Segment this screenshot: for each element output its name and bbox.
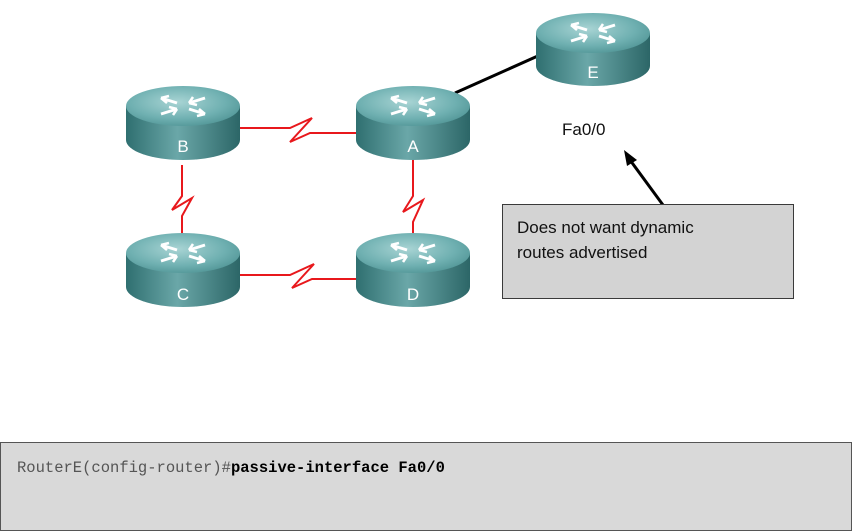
router-b[interactable]: B [126,86,240,160]
cli-prompt: RouterE(config-router)# [17,459,231,477]
serial-link-c-d [236,263,358,289]
router-a[interactable]: A [356,86,470,160]
router-label: A [407,137,419,156]
router-label: B [177,137,188,156]
note-line: Does not want dynamic [517,218,694,237]
note-line: routes advertised [517,243,648,262]
interface-label: Fa0/0 [562,120,606,139]
cli-command: passive-interface Fa0/0 [230,459,445,477]
links [171,53,541,289]
serial-link-b-c [171,165,195,238]
cli-box: RouterE(config-router)#passive-interface… [0,442,852,531]
serial-link-a-d [402,160,426,236]
router-e[interactable]: E [536,13,650,86]
router-label: E [587,63,598,82]
router-d[interactable]: D [356,233,470,307]
callout-arrow-icon [624,150,665,206]
serial-link-a-b [236,117,360,143]
router-label: C [177,285,189,304]
router-c[interactable]: C [126,233,240,307]
note-box: Does not want dynamic routes advertised [502,204,794,299]
ethernet-link-a-e [454,53,541,95]
router-label: D [407,285,419,304]
